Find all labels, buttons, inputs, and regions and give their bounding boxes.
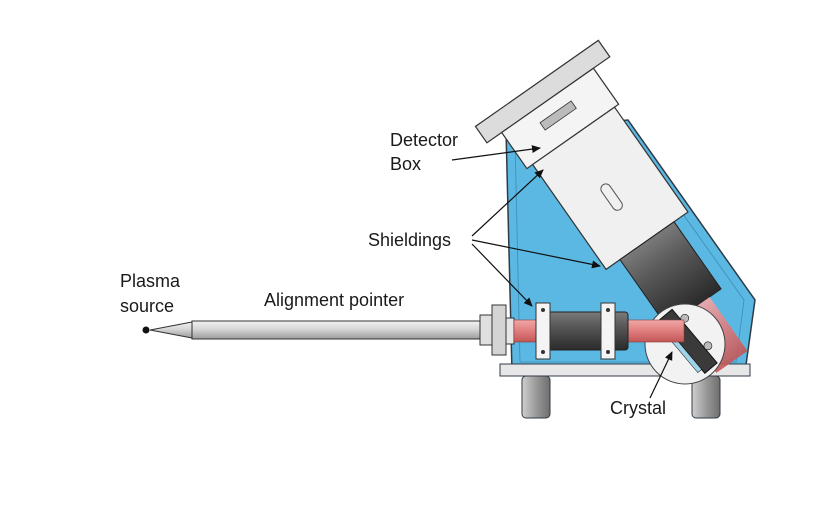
label-shieldings: Shieldings bbox=[368, 230, 451, 250]
pointer-tip bbox=[149, 321, 193, 339]
alignment-pointer-rod bbox=[191, 320, 483, 340]
label-plasma-line1: Plasma bbox=[120, 271, 181, 291]
horizontal-shielding-cylinder bbox=[547, 311, 629, 351]
shielding-leader-1 bbox=[471, 169, 544, 237]
label-crystal: Crystal bbox=[610, 398, 666, 418]
label-detector-line2: Box bbox=[390, 154, 421, 174]
foot-left bbox=[521, 375, 551, 419]
pointer-flange-3 bbox=[505, 317, 515, 345]
detector-slot bbox=[539, 100, 577, 131]
shielding-leader-2 bbox=[471, 239, 601, 269]
pointer-flange-1 bbox=[479, 314, 493, 346]
label-detector-line1: Detector bbox=[390, 130, 458, 150]
clamp-right bbox=[600, 302, 616, 360]
housing-window bbox=[600, 183, 623, 211]
pointer-flange-2 bbox=[491, 304, 507, 356]
crystal-assembly bbox=[644, 303, 726, 385]
label-alignment-pointer: Alignment pointer bbox=[264, 290, 404, 310]
plasma-source-dot bbox=[142, 326, 150, 334]
crystal-leader bbox=[649, 351, 673, 399]
shielding-leader-3 bbox=[471, 243, 533, 307]
clamp-left bbox=[535, 302, 551, 360]
label-plasma-line2: source bbox=[120, 296, 174, 316]
detector-leader bbox=[451, 145, 541, 161]
